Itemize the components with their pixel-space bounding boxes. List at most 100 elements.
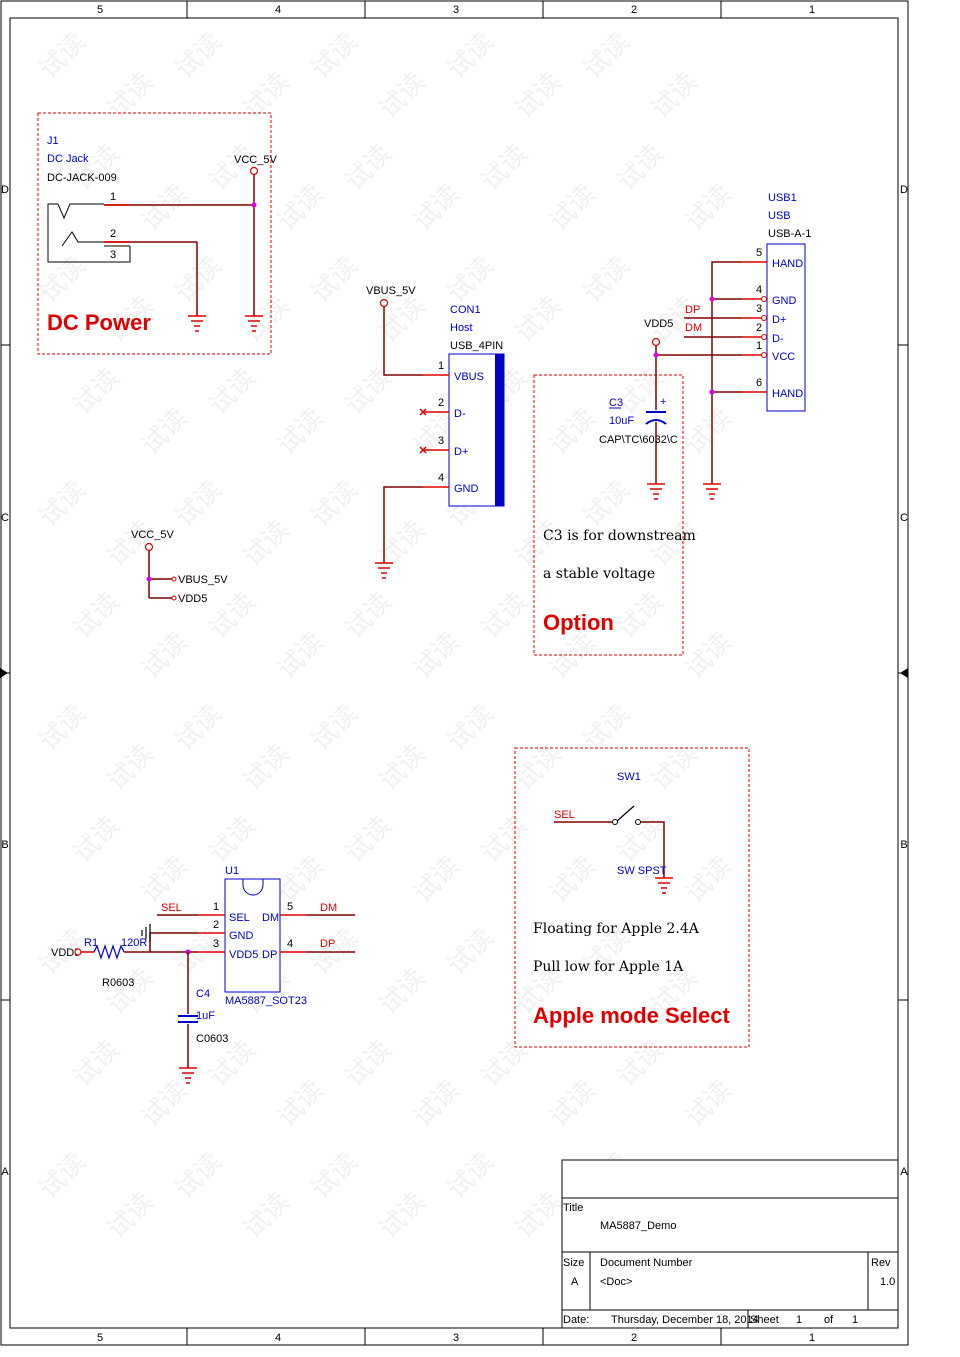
col-label: 5 xyxy=(97,4,103,16)
u1-pin-name: GND xyxy=(229,930,254,942)
j1-value: DC Jack xyxy=(47,153,89,165)
of-value: 1 xyxy=(852,1314,858,1326)
sel-net-label: SEL xyxy=(554,809,575,821)
title-block: Title MA5887_Demo Size A Document Number… xyxy=(561,1159,899,1329)
watermark-text: 试读 xyxy=(374,1187,432,1245)
vbus5v-net-label: VBUS_5V xyxy=(366,285,416,297)
usb1-ref: USB1 xyxy=(768,192,797,204)
watermark-text: 试读 xyxy=(204,587,262,645)
u1-ref: U1 xyxy=(225,865,239,877)
watermark-text: 试读 xyxy=(476,587,534,645)
watermark-text: 试读 xyxy=(442,251,500,309)
watermark-text: 试读 xyxy=(374,515,432,573)
row-label: A xyxy=(1,1166,9,1178)
u1-pin-num: 1 xyxy=(213,901,219,913)
resistor-icon xyxy=(93,944,125,960)
ground-icon xyxy=(655,877,673,894)
watermark-text: 试读 xyxy=(102,67,160,125)
watermark-text: 试读 xyxy=(238,1187,296,1245)
watermark-text: 试读 xyxy=(544,1075,602,1133)
watermark-text: 试读 xyxy=(68,811,126,869)
sw1-ref: SW1 xyxy=(617,771,641,783)
pin-bubble-icon xyxy=(761,334,767,340)
capacitor-icon: + xyxy=(645,396,667,425)
option-title: Option xyxy=(543,610,614,635)
watermark-text: 试读 xyxy=(544,851,602,909)
watermark-text: 试读 xyxy=(238,67,296,125)
pin-bubble-icon xyxy=(761,352,767,358)
con1-pin-num: 2 xyxy=(438,397,444,409)
sheet-title: MA5887_Demo xyxy=(600,1220,676,1232)
title-label: Title xyxy=(563,1202,583,1214)
vcc-tie-block: VCC_5V VBUS_5V VDD5 xyxy=(131,529,228,605)
vcc5v-net-label: VCC_5V xyxy=(131,529,174,541)
usb1-pin-num: 3 xyxy=(756,303,762,315)
no-connect-icon xyxy=(419,446,427,454)
watermark-text: 试读 xyxy=(68,139,126,197)
size-label: Size xyxy=(563,1257,584,1269)
con1-ref: CON1 xyxy=(450,304,481,316)
watermark-text: 试读 xyxy=(68,1035,126,1093)
apple-note-line2: Pull low for Apple 1A xyxy=(533,959,684,975)
j1-pin: 2 xyxy=(110,228,116,240)
power-port-icon xyxy=(379,298,389,308)
watermark-text: 试读 xyxy=(340,1035,398,1093)
date-value: Thursday, December 18, 2014 xyxy=(611,1314,759,1326)
no-connect-icon xyxy=(419,408,427,416)
u1-pin-name: DM xyxy=(262,912,279,924)
switch-contact-icon xyxy=(612,819,618,825)
watermark-text: 试读 xyxy=(544,403,602,461)
col-label: 2 xyxy=(631,1332,637,1344)
usb1-pin-name: D+ xyxy=(772,314,786,326)
watermark-text: 试读 xyxy=(476,139,534,197)
con1-symbol-body xyxy=(448,353,505,507)
switch-contact-icon xyxy=(635,819,641,825)
con1-pin-name: D- xyxy=(454,408,466,420)
apple-mode-title: Apple mode Select xyxy=(533,1003,731,1028)
row-label: C xyxy=(1,512,9,524)
watermark-text: 试读 xyxy=(136,1075,194,1133)
j1-ref: J1 xyxy=(47,135,59,147)
watermark-text: 试读 xyxy=(510,1187,568,1245)
watermark-text: 试读 xyxy=(272,627,330,685)
usb1-symbol-body xyxy=(766,243,806,412)
u1-pin-num: 4 xyxy=(287,938,293,950)
watermark-text: 试读 xyxy=(34,475,92,533)
watermark-text: 试读 xyxy=(578,475,636,533)
watermark-text: 试读 xyxy=(238,739,296,797)
option-note-line1: C3 is for downstream xyxy=(543,528,696,544)
sheet-value: 1 xyxy=(796,1314,802,1326)
col-label: 3 xyxy=(453,4,459,16)
dm-net-label: DM xyxy=(320,902,337,914)
watermark-text: 试读 xyxy=(34,699,92,757)
watermark-text: 试读 xyxy=(238,515,296,573)
row-label: C xyxy=(900,512,908,524)
u1-pin-name: DP xyxy=(262,949,277,961)
j1-footprint: DC-JACK-009 xyxy=(47,172,117,184)
power-port-icon xyxy=(249,166,259,176)
watermark-text: 试读 xyxy=(272,403,330,461)
row-label: B xyxy=(1,839,8,851)
watermark-text: 试读 xyxy=(340,587,398,645)
power-port-icon xyxy=(74,948,82,956)
watermark-text: 试读 xyxy=(578,251,636,309)
watermark-text: 试读 xyxy=(442,699,500,757)
watermark-text: 试读 xyxy=(544,627,602,685)
con1-block: VBUS_5V CON1 Host USB_4PIN 1 2 3 4 VBUS … xyxy=(366,285,505,579)
net-port-icon xyxy=(171,576,177,582)
u1-pin-num: 2 xyxy=(213,919,219,931)
usb1-pin-name: HAND xyxy=(772,258,803,270)
watermark-text: 试读 xyxy=(238,291,296,349)
watermark-text: 试读 xyxy=(306,27,364,85)
watermark-text: 试读 xyxy=(136,627,194,685)
ground-icon xyxy=(245,315,263,332)
docnum-label: Document Number xyxy=(600,1257,693,1269)
option-note-line2: a stable voltage xyxy=(543,566,655,582)
usb1-value: USB xyxy=(768,210,791,222)
usb1-pin-num: 2 xyxy=(756,322,762,334)
watermark-text: 试读 xyxy=(612,811,670,869)
sel-net-label: SEL xyxy=(161,902,182,914)
watermark-text: 试读 xyxy=(170,1147,228,1205)
watermark-text: 试读 xyxy=(306,1147,364,1205)
vbus5v-net-label: VBUS_5V xyxy=(178,574,228,586)
